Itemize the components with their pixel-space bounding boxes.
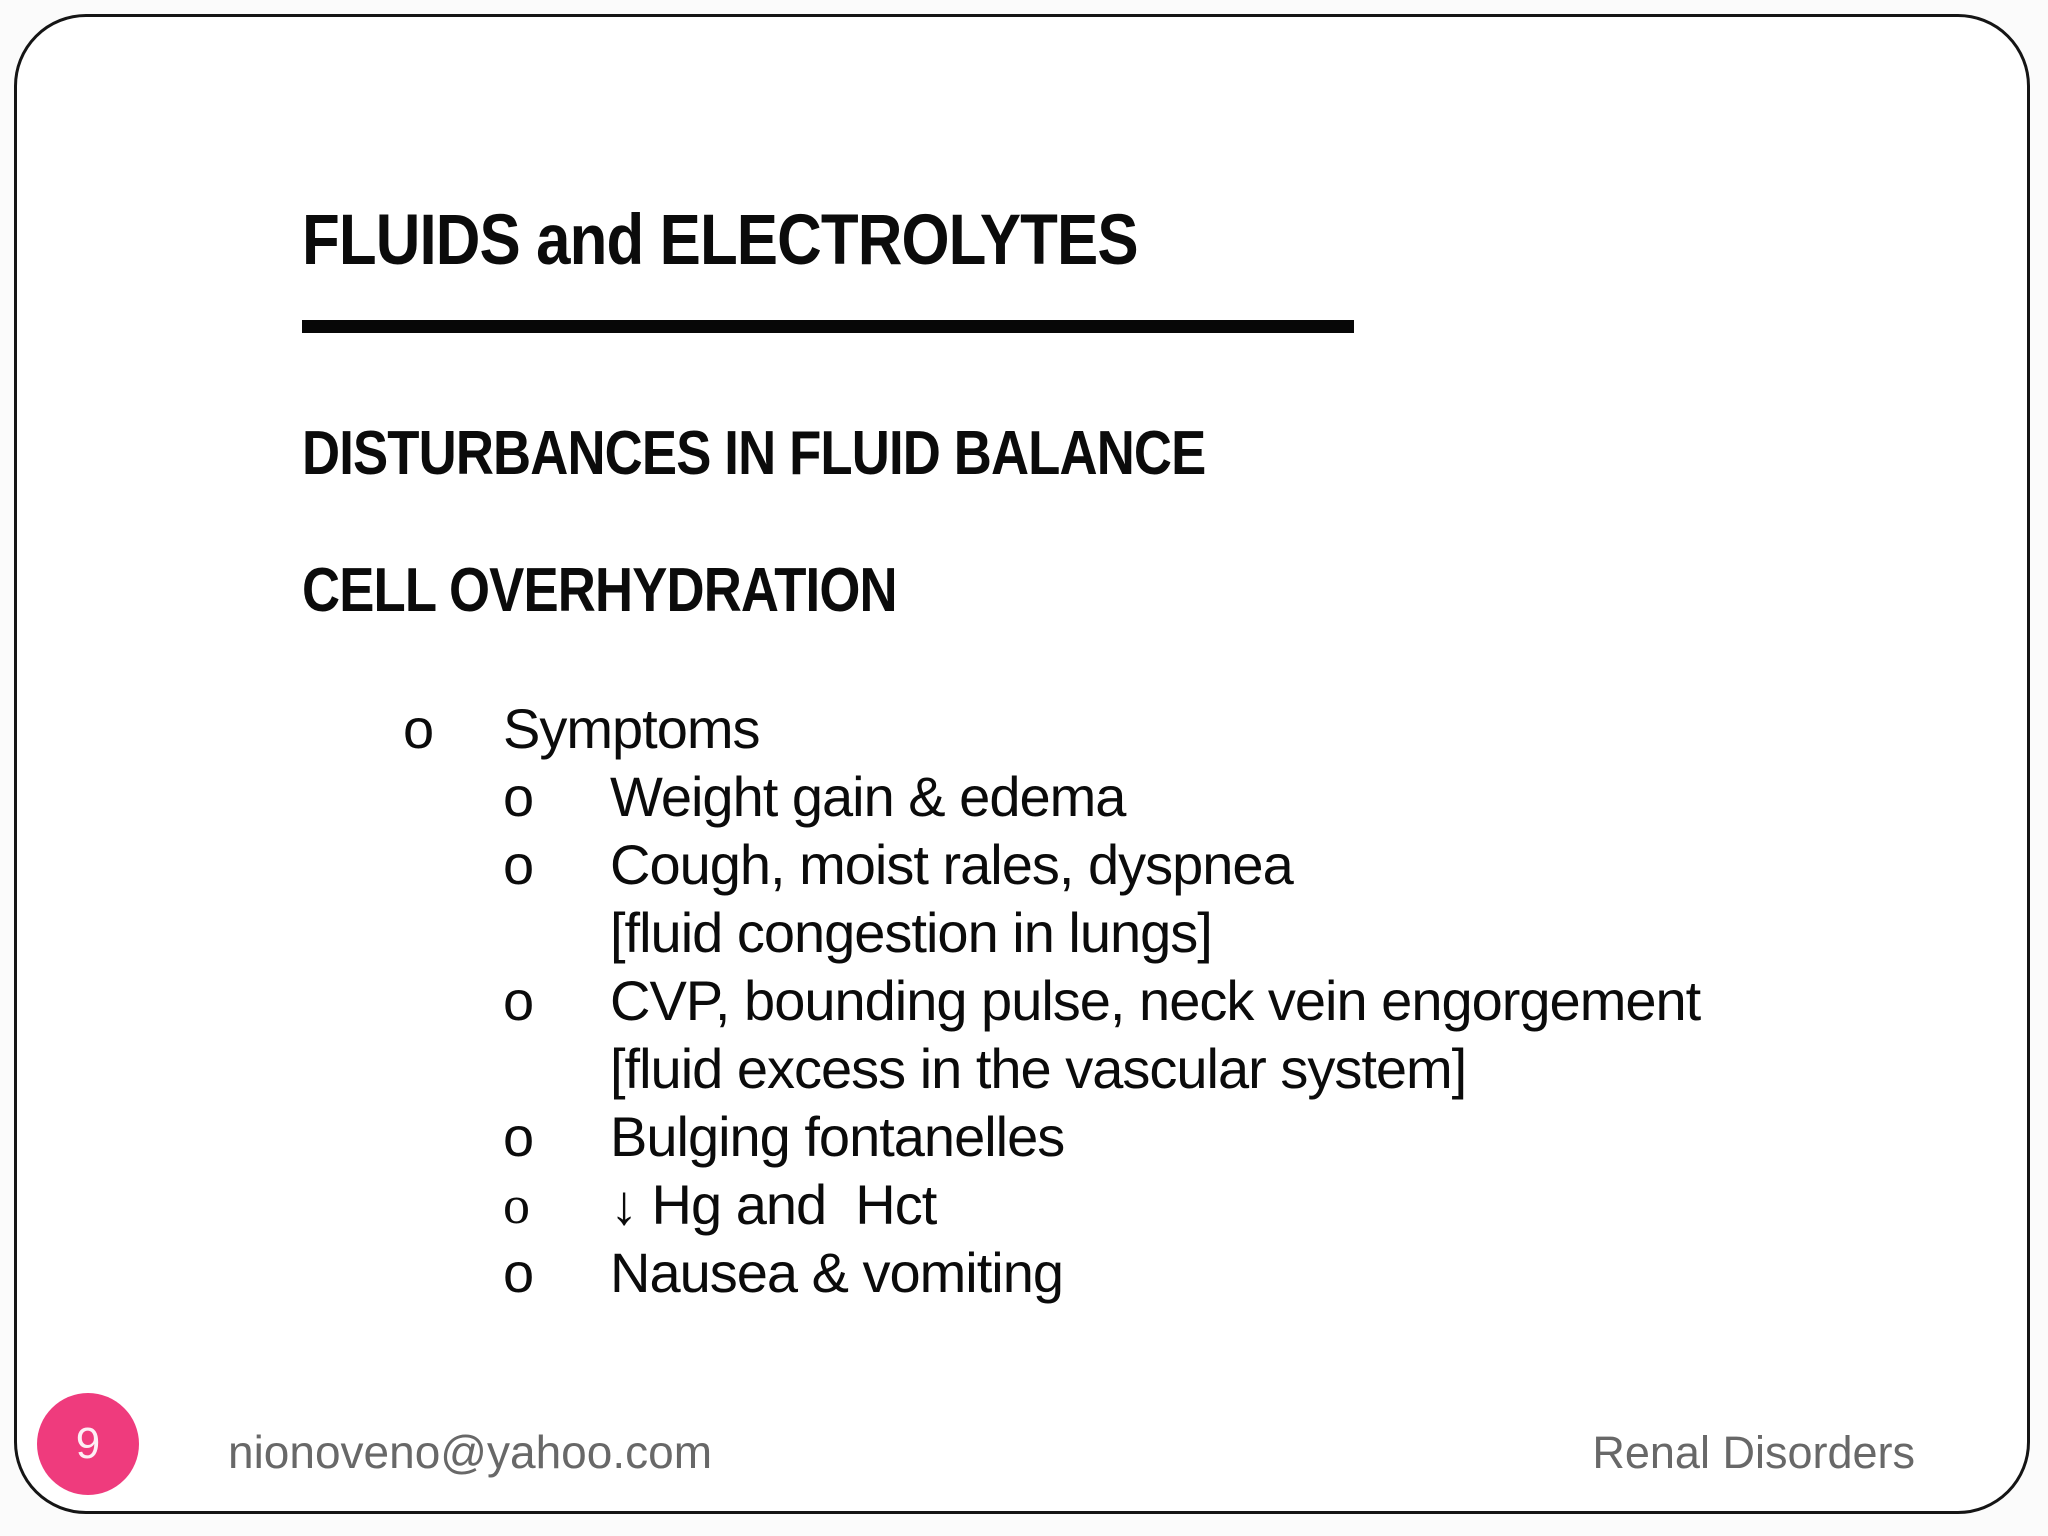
bullet-text: [fluid congestion in lungs] xyxy=(610,901,1213,964)
bullet-item-nausea: o Nausea & vomiting xyxy=(17,1239,2033,1307)
bullet-marker: o xyxy=(503,765,534,828)
bullet-text: Symptoms xyxy=(503,697,760,760)
bullet-text: Bulging fontanelles xyxy=(610,1105,1065,1168)
slide-frame: FLUIDS and ELECTROLYTES DISTURBANCES IN … xyxy=(14,14,2030,1514)
bullet-marker: o xyxy=(503,1241,534,1304)
bullet-marker: o xyxy=(503,1175,530,1235)
bullet-marker: o xyxy=(503,833,534,896)
footer-deck-title: Renal Disorders xyxy=(1592,1427,1915,1478)
bullet-item-cvp: o CVP, bounding pulse, neck vein engorge… xyxy=(17,967,2033,1035)
bullet-item-weight-gain: o Weight gain & edema xyxy=(17,763,2033,831)
bullet-continuation-fluid-congestion: [fluid congestion in lungs] xyxy=(17,899,2033,967)
bullet-item-symptoms: o Symptoms xyxy=(17,695,2033,763)
section-heading-disturbances: DISTURBANCES IN FLUID BALANCE xyxy=(302,419,1206,488)
bullet-item-cough: o Cough, moist rales, dyspnea xyxy=(17,831,2033,899)
bullet-continuation-fluid-excess: [fluid excess in the vascular system] xyxy=(17,1035,2033,1103)
section-heading-cell-overhydration: CELL OVERHYDRATION xyxy=(302,556,898,625)
page-number-badge: 9 xyxy=(37,1393,139,1495)
footer-email: nionoveno@yahoo.com xyxy=(228,1426,713,1478)
title-underline xyxy=(302,320,1354,333)
bullet-text: Weight gain & edema xyxy=(610,765,1126,828)
bullet-marker: o xyxy=(503,969,534,1032)
bullet-text: [fluid excess in the vascular system] xyxy=(610,1037,1467,1100)
bullet-text: CVP, bounding pulse, neck vein engorgeme… xyxy=(610,969,1701,1032)
bullet-marker: o xyxy=(403,697,434,760)
bullet-item-hg-hct: o ↓ Hg and Hct xyxy=(17,1171,2033,1239)
bullet-text: Nausea & vomiting xyxy=(610,1241,1064,1304)
bullet-text: ↓ Hg and Hct xyxy=(610,1173,937,1236)
bullet-item-bulging-fontanelles: o Bulging fontanelles xyxy=(17,1103,2033,1171)
bullet-text: Cough, moist rales, dyspnea xyxy=(610,833,1294,896)
page-number: 9 xyxy=(75,1419,101,1468)
bullet-marker: o xyxy=(503,1105,534,1168)
slide-title: FLUIDS and ELECTROLYTES xyxy=(302,201,1139,280)
bullet-list: o Symptoms o Weight gain & edema o Cough… xyxy=(17,695,2033,1307)
